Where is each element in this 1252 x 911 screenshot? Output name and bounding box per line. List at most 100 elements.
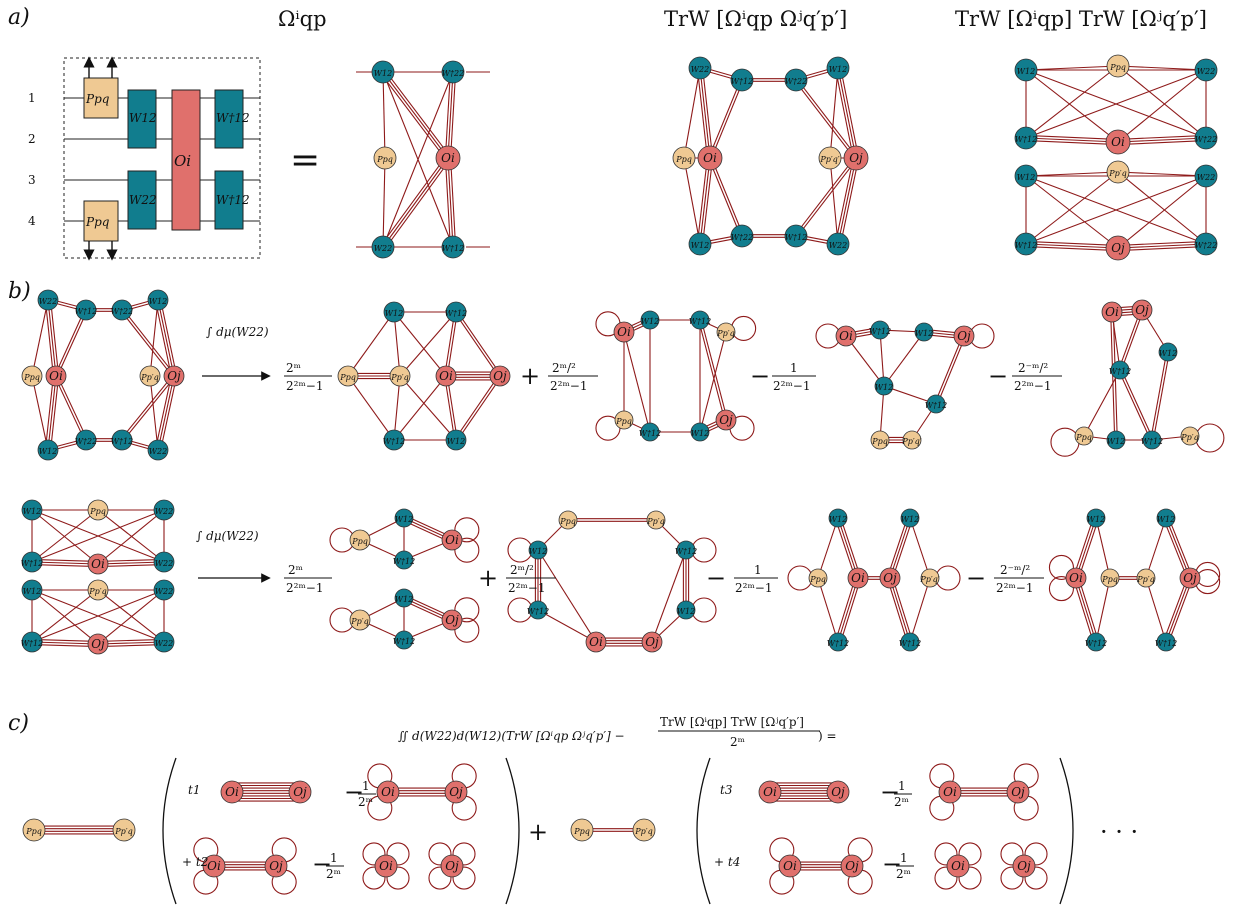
node-label-oj: Oj [719, 413, 733, 427]
gate-ppq-bottom-label: Ppq [85, 215, 110, 229]
node-label-oi: Oi [703, 151, 717, 165]
formula-right: ) = [818, 729, 837, 743]
node-w22-85 [153, 631, 175, 653]
node-w22d-23 [1194, 126, 1218, 150]
node-w12d-64 [926, 394, 946, 414]
network-edge [683, 157, 701, 245]
node-label-oi: Oi [851, 571, 865, 585]
node-w12-100 [676, 600, 696, 620]
node-oj-102 [641, 631, 663, 653]
network-edge [1150, 351, 1168, 440]
node-label-w22: W22 [155, 507, 173, 516]
network-edge [450, 72, 457, 159]
coef-r2-1-den: 2²ᵐ−1 [286, 581, 324, 595]
node-label-oi: Oi [1111, 135, 1125, 149]
self-loop [454, 537, 480, 563]
network-edge [1095, 517, 1111, 579]
node-oi-135 [778, 854, 802, 878]
minus-c-4-num: 1 [900, 851, 908, 865]
coef-r2-3: 1 2²ᵐ−1 [734, 563, 778, 595]
node-w12-19 [1014, 58, 1038, 82]
network-edge [31, 564, 98, 568]
node-label-w12d: W†12 [442, 244, 464, 253]
node-ppq-87 [349, 529, 371, 551]
node-label-w22: W22 [374, 244, 392, 253]
node-label-oi: Oi [951, 859, 965, 873]
node-ppq3-13 [818, 146, 842, 170]
node-label-oi: Oi [381, 785, 395, 799]
coef-r1-2-num: 2ᵐ/² [552, 361, 576, 375]
node-w22-82 [153, 579, 175, 601]
node-label-w22: W22 [1197, 67, 1215, 76]
network-edge [97, 558, 164, 562]
network-edge [1167, 578, 1193, 644]
node-label-w12d: W†12 [1015, 135, 1037, 144]
node-label-ppq: Ppq [376, 155, 393, 164]
network-edge [1118, 309, 1142, 370]
network-edge [31, 375, 49, 451]
node-label-w12: W12 [149, 297, 167, 306]
network-edge [698, 320, 726, 421]
self-loop [731, 315, 757, 341]
node-label-w12: W12 [915, 329, 933, 338]
op-r1-plus: + [520, 362, 540, 390]
self-loop [958, 866, 982, 890]
minus-frac-c-3: − 1 2ᵐ [880, 778, 912, 809]
network-edge [384, 159, 451, 249]
network-edge [537, 549, 597, 643]
node-w12d-8 [730, 68, 754, 92]
node-label-ppq3: Pp′q′ [919, 575, 939, 584]
network-edge [1145, 517, 1167, 579]
quantum-circuit: 1 2 3 4 Ppq Ppq W12 W22 Oi W†12 W†12 [28, 56, 261, 261]
network-edge [157, 299, 175, 377]
network-edge [1117, 175, 1207, 249]
wire-number-2: 2 [28, 132, 36, 146]
network-edge [1120, 310, 1144, 371]
node-label-oj: Oj [91, 637, 105, 651]
node-oj-48 [489, 365, 511, 387]
network-edge [1025, 69, 1119, 143]
network-edge [1025, 65, 1119, 71]
node-ppq-45 [337, 365, 359, 387]
node-oj-38 [163, 365, 185, 387]
node-ppq-35 [21, 365, 43, 387]
network-edge [1167, 516, 1193, 578]
integral-row-2: ∫ dμ(W22) [196, 529, 259, 543]
node-label-ppq2: Pp′q [1108, 169, 1126, 178]
network-edge [623, 331, 651, 433]
node-label-w22d: W†22 [1195, 241, 1217, 250]
network-edge [699, 157, 711, 245]
node-ppq2-83 [87, 579, 109, 601]
node-w12-72 [1106, 430, 1126, 450]
node-oj-130 [440, 854, 464, 878]
gate-ppq-bottom [83, 200, 119, 242]
coef-r1-3-den: 2²ᵐ−1 [773, 379, 811, 393]
node-w22d-9 [784, 68, 808, 92]
node-label-ppq: Ppq [809, 575, 826, 584]
node-label-w12: W12 [23, 507, 41, 516]
self-loop [1000, 842, 1024, 866]
network-edge [382, 71, 449, 159]
op-r1-minus-1: − [750, 362, 770, 390]
node-label-w12: W12 [395, 515, 413, 524]
network-edge [454, 312, 500, 378]
node-label-w12d: W†12 [527, 607, 549, 616]
node-oj-124 [288, 780, 312, 804]
integral-row-1: ∫ dμ(W22) [206, 325, 269, 339]
node-ppq2-120 [112, 818, 136, 842]
self-loop [934, 866, 958, 890]
node-label-ppq: Ppq [559, 517, 576, 526]
node-label-ppq: Ppq [339, 373, 356, 382]
coef-r2-4-den: 2²ᵐ−1 [996, 581, 1034, 595]
network-edge [160, 376, 178, 451]
network-edge [891, 577, 914, 642]
network-edge [31, 589, 99, 643]
node-w22d-40 [75, 429, 97, 451]
circuit-dashed-frame [63, 57, 261, 259]
node-label-oi: Oi [445, 533, 459, 547]
node-label-w12: W12 [691, 429, 709, 438]
node-w12d-110 [900, 632, 920, 652]
node-w12d-53 [690, 310, 710, 330]
network-edge [700, 319, 728, 420]
self-loop [1000, 866, 1024, 890]
